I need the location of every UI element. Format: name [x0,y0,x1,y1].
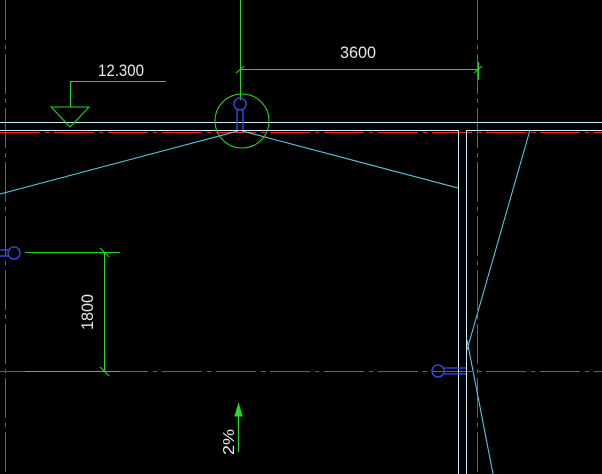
wall-lines [0,122,602,474]
dim-vertical-label: 1800 [78,294,97,330]
slope-lines [0,129,531,474]
drain-icon-top[interactable] [233,97,247,130]
ridge-line-left [0,130,239,195]
drain-icon-right[interactable] [431,364,466,378]
dim-horizontal-label: 3600 [340,43,376,62]
ridge-line-diagonal-upper [466,129,531,351]
ridge-line-diagonal-lower [466,339,494,474]
elevation-label: 12.300 [98,61,144,80]
dim-vertical-tick-top [99,247,110,258]
dim-vertical-tick-bottom [99,366,110,377]
slope-label: 2% [221,429,238,455]
drain-icon-left[interactable] [0,246,21,260]
elevation-marker-icon [49,106,91,128]
dim-horizontal-tick-left [235,65,245,74]
dimension-lines [25,0,483,377]
ridge-line-right [241,130,459,189]
selection-highlight-circle [214,93,270,149]
slope-arrow-icon [234,402,243,452]
